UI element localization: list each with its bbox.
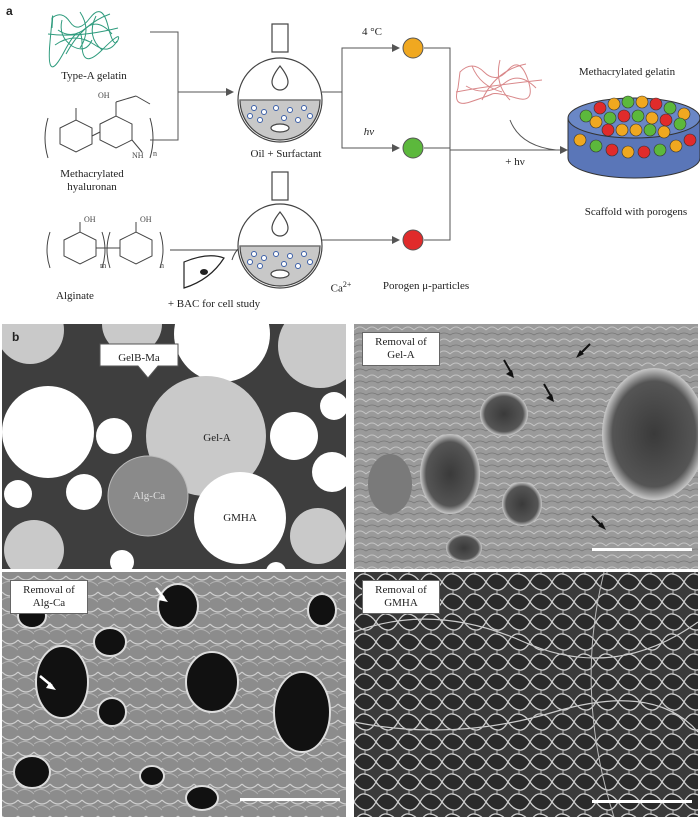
porogen-schematic-panel: b GelB-Ma Gel-A Alg-Ca GMHA <box>2 324 346 569</box>
oil-surfactant-label: Oil + Surfactant <box>250 148 322 160</box>
scale-bar-gel-a <box>592 548 692 551</box>
arrow-to-flask-1 <box>226 88 234 96</box>
hyaluronan-label-line2: hyaluronan <box>67 181 117 193</box>
methacrylated-gelatin-molecule <box>455 59 543 104</box>
gmha-title-line1: Removal of <box>375 584 427 596</box>
svg-text:OH: OH <box>140 215 152 224</box>
gmha-label: GMHA <box>223 512 257 524</box>
porogen-alg-ca <box>402 229 424 251</box>
gmha-title-line2: GMHA <box>384 597 418 609</box>
gmha-title: Removal of GMHA <box>362 580 440 614</box>
calcium-charge: 2+ <box>342 280 352 289</box>
calcium-text: Ca <box>330 282 343 295</box>
alginate-structure <box>46 222 240 269</box>
gelatin-label: Type-A gelatin <box>61 70 127 82</box>
sem-gel-a-texture <box>354 324 698 569</box>
hyaluronan-structure <box>44 95 154 159</box>
porogen-gel-a <box>402 37 424 59</box>
flask-1 <box>237 23 323 143</box>
plus-light-label: + hν <box>505 156 525 168</box>
flask-1-outputs <box>322 47 392 149</box>
panel-a-letter: a <box>6 4 13 18</box>
gel-a-title-line2: Gel-A <box>387 349 415 361</box>
svg-text:OH: OH <box>84 215 96 224</box>
scale-bar-gmha <box>592 800 692 803</box>
gel-a-title-line1: Removal of <box>375 336 427 348</box>
schematic-diagram: OH NH n <box>44 11 700 289</box>
gelbma-label: GelB-Ma <box>118 352 160 364</box>
alginate-label: Alginate <box>56 290 94 302</box>
merge-bracket-top <box>150 31 226 141</box>
porogen-circles <box>2 324 346 569</box>
porogen-merge-bracket <box>424 47 560 241</box>
n-subscript-1: n <box>153 149 157 158</box>
scaffold-with-porogens <box>567 95 700 179</box>
alg-ca-title: Removal of Alg-Ca <box>10 580 88 614</box>
alg-ca-label: Alg-Ca <box>132 490 166 502</box>
gelbma-callout <box>99 343 179 379</box>
sem-removal-alg-ca: Removal of Alg-Ca <box>2 572 346 817</box>
m-subscript: m <box>100 261 107 270</box>
hyaluronan-label-line1: Methacrylated <box>60 168 124 180</box>
scale-bar-alg-ca <box>240 798 340 801</box>
type-a-gelatin-molecule <box>47 11 120 68</box>
alg-ca-title-line2: Alg-Ca <box>32 597 66 609</box>
scaffold-label: Scaffold with porogens <box>584 206 688 218</box>
flask-2 <box>237 171 323 289</box>
gel-a-title: Removal of Gel-A <box>362 332 440 366</box>
sem-removal-gel-a: Removal of Gel-A <box>354 324 698 569</box>
gel-a-label: Gel-A <box>203 432 231 444</box>
nh-label: NH <box>132 151 144 160</box>
calcium-label: Ca2+ <box>326 278 356 296</box>
n-subscript-2: n <box>160 261 164 270</box>
bac-label: + BAC for cell study <box>167 298 261 310</box>
porogen-label: Porogen μ-particles <box>382 280 470 292</box>
light-label: hν <box>363 126 375 138</box>
oh-label-1: OH <box>98 91 110 100</box>
panel-b-letter: b <box>12 330 20 344</box>
alg-ca-title-line1: Removal of <box>23 584 75 596</box>
methacrylated-gelatin-label: Methacrylated gelatin <box>578 66 676 78</box>
temperature-label: 4 °C <box>362 26 382 38</box>
sem-removal-gmha: Removal of GMHA <box>354 572 698 817</box>
porogen-gmha <box>402 137 424 159</box>
